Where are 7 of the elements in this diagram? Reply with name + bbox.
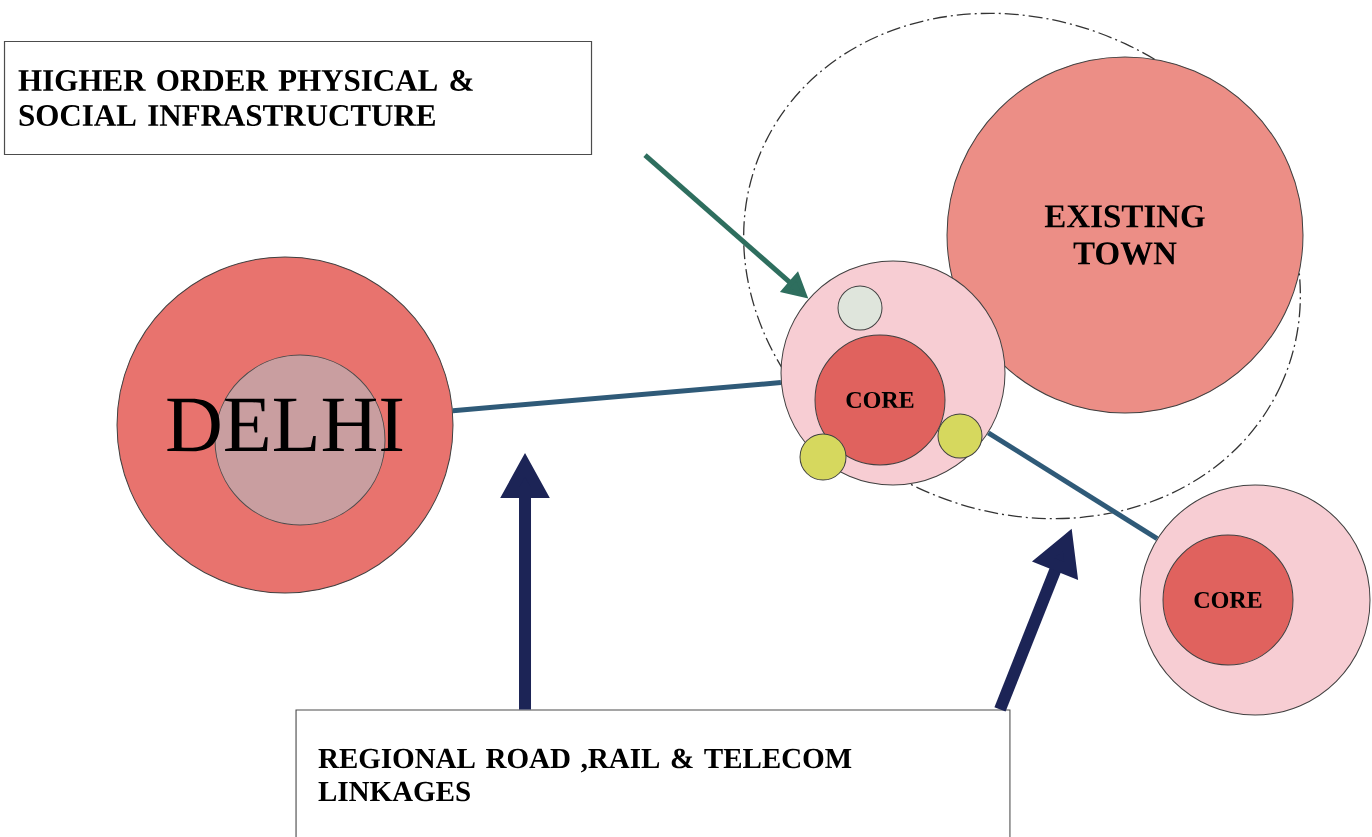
- text-box: HIGHER ORDER PHYSICAL & SOCIAL INFRASTRUCTURE: [3, 40, 593, 156]
- facility-circle: [837, 285, 883, 331]
- facility-circle: [799, 433, 847, 481]
- connector-line: [987, 430, 1159, 541]
- text-box: REGIONAL ROAD ,RAIL & TELECOM LINKAGES: [295, 709, 1011, 837]
- connector-line: [452, 380, 782, 414]
- facility-circle: [937, 413, 983, 459]
